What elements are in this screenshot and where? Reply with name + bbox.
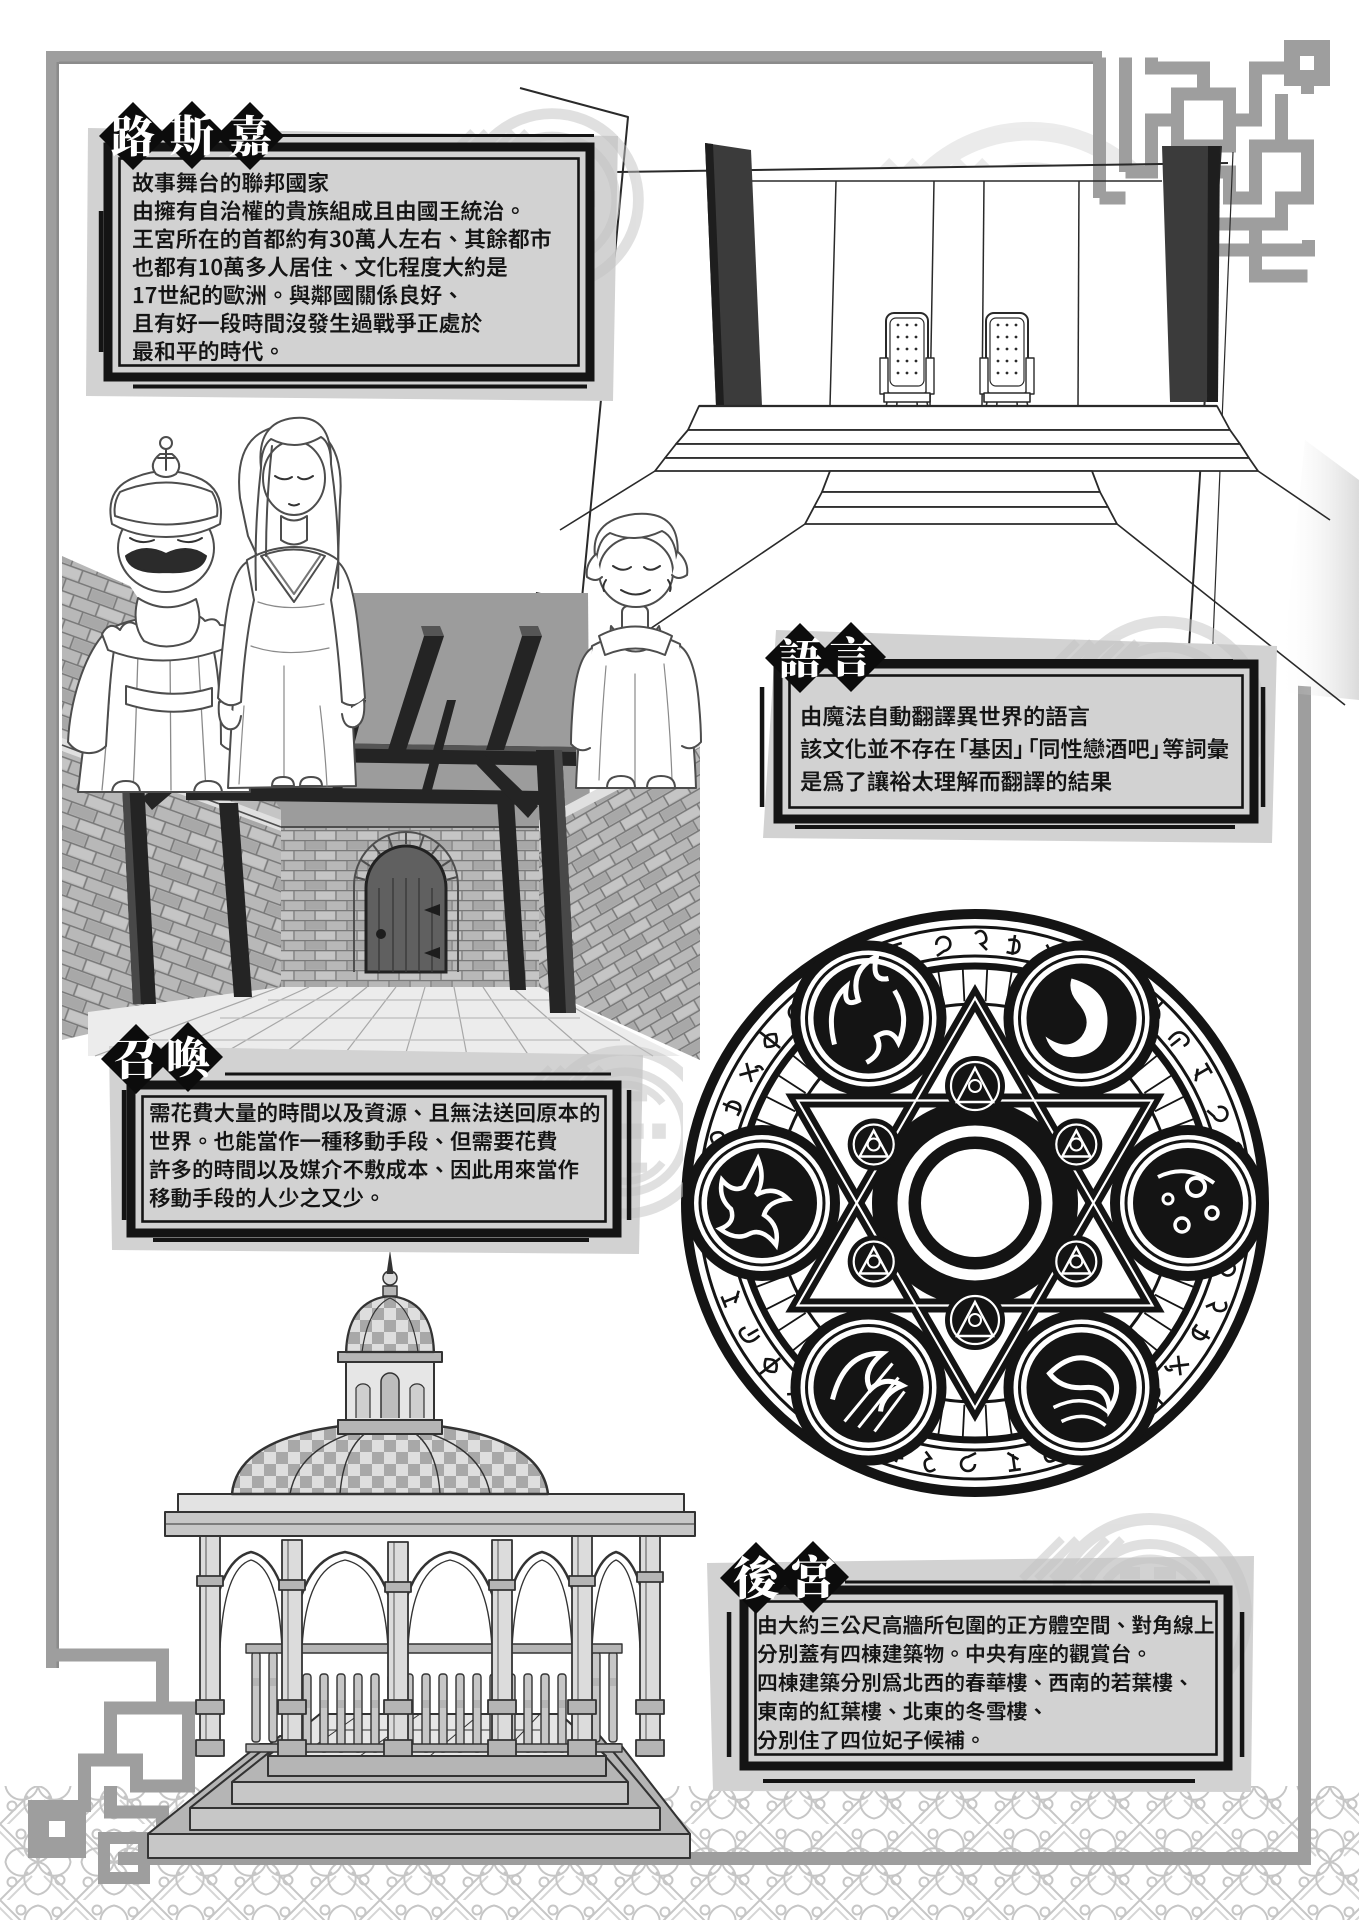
gazebo-illustration: [147, 1250, 696, 1859]
old-maid-illustration: [570, 512, 702, 789]
king-figure: [67, 436, 257, 793]
throne-room-illustration: [519, 87, 1359, 706]
corridor-door: [353, 831, 459, 974]
info-panel-lusijia: [86, 101, 638, 401]
royal-couple-illustration: [67, 416, 366, 793]
panel-frame: [126, 1080, 622, 1238]
info-panel-hougong: [707, 1519, 1254, 1792]
magic-circle-illustration: [681, 909, 1269, 1497]
throne-2: [979, 312, 1035, 419]
throne-1: [879, 312, 935, 419]
queen-figure: [217, 416, 366, 789]
info-panel-zhaohuan: [101, 1022, 707, 1254]
info-panel-yuyan: [759, 622, 1277, 843]
